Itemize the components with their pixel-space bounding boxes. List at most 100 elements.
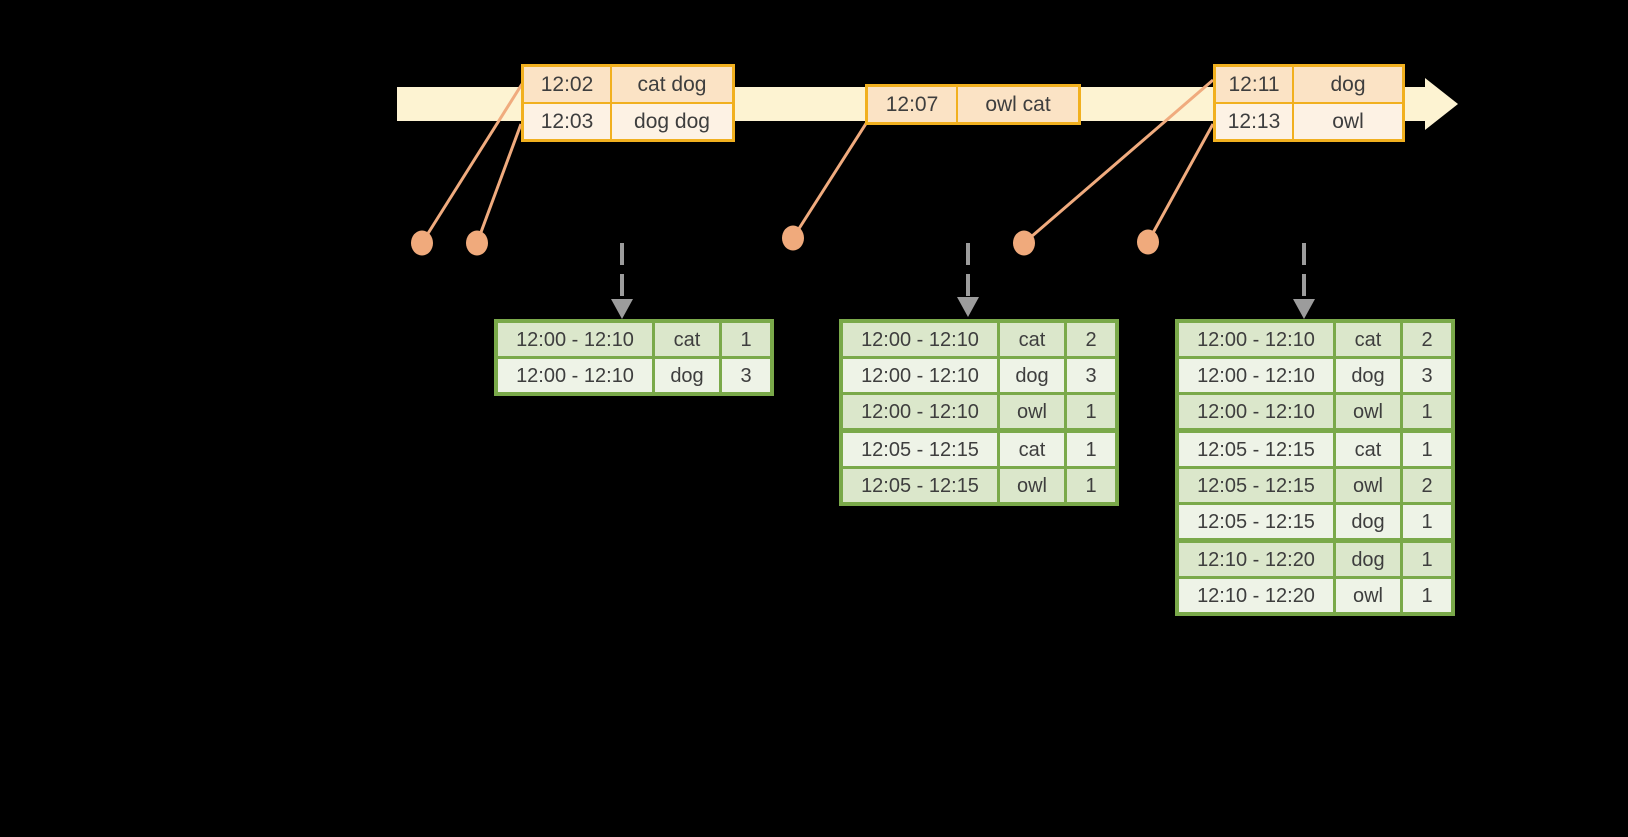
table-cell: cat dog: [610, 64, 735, 104]
table-cell: 1: [1064, 428, 1119, 469]
table-cell: 12:02: [521, 64, 612, 104]
table-cell: 12:10 - 12:20: [1175, 538, 1336, 579]
table-cell: dog: [1333, 538, 1403, 579]
table-cell: dog: [1292, 64, 1405, 104]
event-marker-dot: [466, 230, 488, 256]
table-cell: 1: [1400, 538, 1455, 579]
table-cell: cat: [997, 428, 1067, 469]
table-cell: 12:05 - 12:15: [839, 466, 1000, 506]
table-cell: 1: [1400, 502, 1455, 542]
table-cell: 1: [1064, 392, 1119, 432]
table-cell: 12:00 - 12:10: [1175, 319, 1336, 359]
table-cell: 12:00 - 12:10: [839, 319, 1000, 359]
timeline-arrow-icon: [1425, 78, 1458, 130]
table-cell: owl: [997, 392, 1067, 432]
table-cell: 12:05 - 12:15: [1175, 428, 1336, 469]
table-cell: owl: [1333, 392, 1403, 432]
table-cell: 2: [1064, 319, 1119, 359]
table-cell: 3: [719, 356, 774, 396]
table-cell: 12:00 - 12:10: [839, 392, 1000, 432]
table-cell: cat: [1333, 428, 1403, 469]
table-cell: owl cat: [956, 84, 1081, 125]
table-cell: 2: [1400, 466, 1455, 505]
event-marker-dot: [1013, 230, 1035, 256]
table-cell: 12:10 - 12:20: [1175, 576, 1336, 616]
table-cell: 12:00 - 12:10: [839, 356, 1000, 395]
table-cell: owl: [1333, 576, 1403, 616]
table-cell: owl: [997, 466, 1067, 506]
event-marker-dot: [782, 225, 804, 251]
event-connector-line: [420, 83, 524, 244]
table-cell: 12:07: [865, 84, 958, 125]
table-cell: 1: [719, 319, 774, 359]
table-cell: 12:00 - 12:10: [1175, 356, 1336, 395]
table-cell: dog: [997, 356, 1067, 395]
event-marker-dot: [411, 230, 433, 256]
table-cell: 12:11: [1213, 64, 1294, 104]
table-cell: 3: [1400, 356, 1455, 395]
table-cell: dog: [652, 356, 722, 396]
table-cell: 1: [1064, 466, 1119, 506]
table-cell: 12:00 - 12:10: [494, 356, 655, 396]
table-cell: 12:00 - 12:10: [494, 319, 655, 359]
event-connector-line: [1023, 78, 1214, 245]
event-connector-line: [1146, 123, 1215, 243]
table-cell: 1: [1400, 576, 1455, 616]
table-cell: 12:13: [1213, 102, 1294, 142]
table-cell: 12:05 - 12:15: [1175, 466, 1336, 505]
table-cell: 1: [1400, 392, 1455, 432]
table-cell: 12:00 - 12:10: [1175, 392, 1336, 432]
event-marker-dot: [1137, 229, 1159, 255]
table-cell: 2: [1400, 319, 1455, 359]
table-cell: 1: [1400, 428, 1455, 469]
trigger-arrow-icon: [611, 243, 633, 319]
table-cell: cat: [997, 319, 1067, 359]
event-connector-line: [791, 121, 869, 239]
table-cell: 12:05 - 12:15: [1175, 502, 1336, 542]
trigger-arrow-icon: [957, 243, 979, 317]
table-cell: 3: [1064, 356, 1119, 395]
event-connector-line: [475, 123, 523, 244]
table-cell: dog: [1333, 356, 1403, 395]
table-cell: owl: [1333, 466, 1403, 505]
table-cell: dog dog: [610, 102, 735, 142]
table-cell: 12:05 - 12:15: [839, 428, 1000, 469]
table-cell: 12:03: [521, 102, 612, 142]
table-cell: cat: [652, 319, 722, 359]
table-cell: cat: [1333, 319, 1403, 359]
table-cell: dog: [1333, 502, 1403, 542]
